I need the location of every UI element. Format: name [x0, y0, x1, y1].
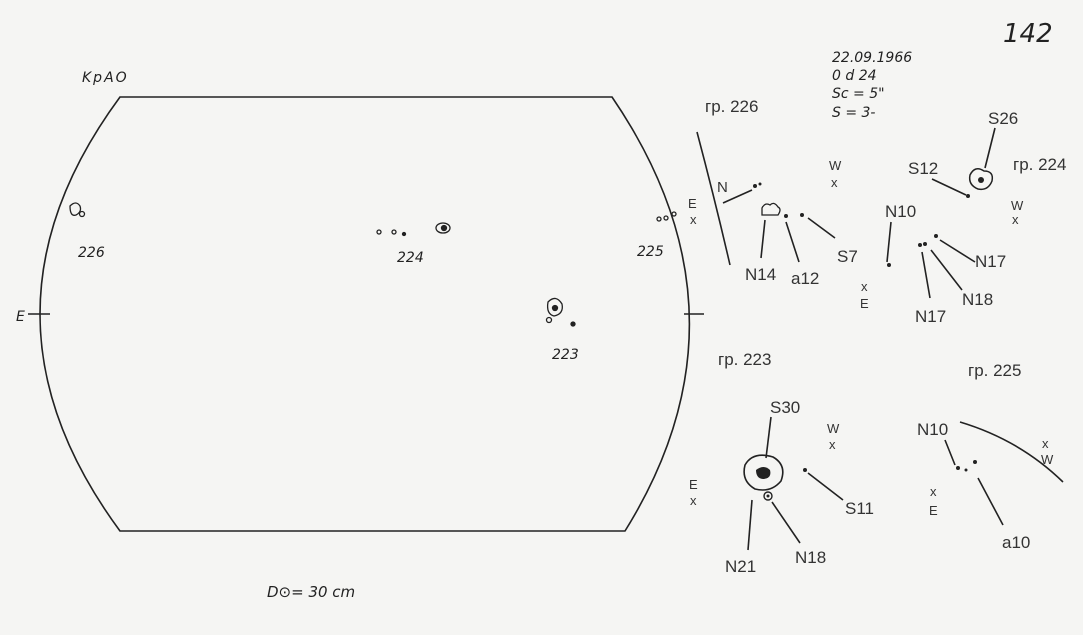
disk-diameter: D⊙= 30 cm [267, 583, 355, 601]
disk-group-224: 224 [397, 250, 424, 266]
handwritten-label: a10 [1002, 533, 1030, 552]
observation-time: 0 d 24 [832, 68, 877, 84]
handwritten-label: E [688, 196, 697, 211]
handwritten-label: N10 [885, 202, 916, 221]
disk-group-226: 226 [78, 245, 105, 261]
handwritten-label: N14 [745, 265, 776, 284]
handwritten-label: S30 [770, 398, 800, 417]
handwritten-label: x [1042, 436, 1049, 451]
handwritten-label: x [829, 437, 836, 452]
disk-spots [69, 202, 677, 327]
handwritten-label: S26 [988, 109, 1018, 128]
handwritten-label: гр. 225 [968, 361, 1021, 380]
group-224-detail: гр. 224 S26 S12 W x N10 N17 N18 N17 x E [860, 109, 1066, 326]
observation-date: 22.09.1966 [832, 50, 912, 66]
handwritten-label: N18 [795, 548, 826, 567]
handwritten-label: E [689, 477, 698, 492]
handwritten-label: N10 [917, 420, 948, 439]
handwritten-label: a12 [791, 269, 819, 288]
handwritten-label: S7 [837, 247, 858, 266]
handwritten-label: x [930, 484, 937, 499]
sheet-number: 142 [1003, 19, 1053, 49]
handwritten-label: N21 [725, 557, 756, 576]
handwritten-label: S12 [908, 159, 938, 178]
group-226-detail: гр. 226 E x W x N N14 a12 S7 [688, 97, 858, 288]
handwritten-label: W [827, 421, 840, 436]
handwritten-label: N18 [962, 290, 993, 309]
handwritten-label: W [1011, 198, 1024, 213]
group-223-detail: гр. 223 S30 W x E x S11 N21 N18 [689, 350, 874, 576]
disk-group-225: 225 [637, 244, 664, 260]
handwritten-label: W [829, 158, 842, 173]
handwritten-label: гр. 224 [1013, 155, 1066, 174]
handwritten-label: S11 [845, 499, 874, 518]
handwritten-label: гр. 223 [718, 350, 771, 369]
handwritten-label: x [1012, 212, 1019, 227]
solar-disk-outline [39, 96, 691, 532]
handwritten-label: N [717, 179, 728, 196]
handwritten-label: E [929, 503, 938, 518]
quality-value: S = 3- [832, 105, 875, 121]
handwritten-label: x [690, 493, 697, 508]
handwritten-label: x [831, 175, 838, 190]
handwritten-label: E [860, 296, 869, 311]
handwritten-label: N17 [975, 252, 1006, 271]
handwritten-label: N17 [915, 307, 946, 326]
handwritten-label: W [1041, 452, 1054, 467]
handwritten-label: x [690, 212, 697, 227]
group-225-detail: гр. 225 N10 x W x E a10 [917, 361, 1064, 552]
disk-east-label: E [16, 309, 25, 325]
seeing-value: Sc = 5" [832, 86, 885, 102]
observatory-label: KpAO [82, 70, 129, 86]
handwritten-label: x [861, 279, 868, 294]
disk-group-223: 223 [552, 347, 579, 363]
handwritten-label: гр. 226 [705, 97, 758, 116]
